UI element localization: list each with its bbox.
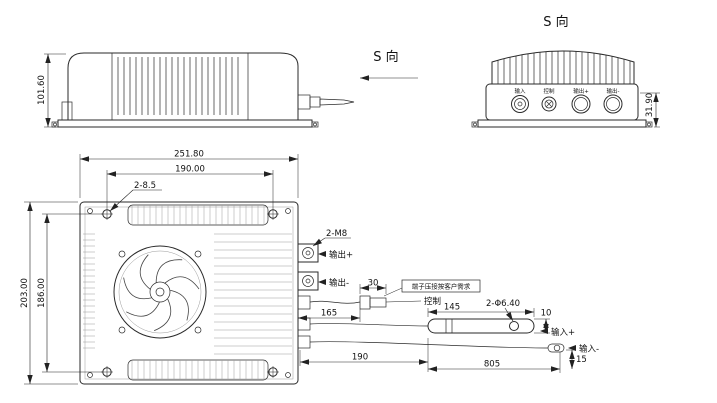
label-input-neg: 输入- bbox=[579, 344, 599, 355]
dim-control-cable: 165 bbox=[321, 309, 337, 319]
label-input-pos: 输入+ bbox=[551, 327, 575, 338]
dim-overall-height: 203.00 bbox=[20, 278, 30, 308]
dim-control-connector: 30 bbox=[368, 279, 379, 289]
dim-hole-span-v: 186.00 bbox=[37, 278, 47, 308]
dim-end-offset: 15 bbox=[576, 355, 587, 365]
ring-lug bbox=[427, 318, 535, 334]
end-view-base bbox=[477, 119, 647, 128]
top-view-dimensions: 251.80 190.00 2-8.5 203.00 186.00 2-M8 输… bbox=[20, 150, 599, 385]
dim-side-height: 101.60 bbox=[37, 75, 47, 105]
top-view-body bbox=[79, 201, 299, 385]
connector-label-output-pos: 输出+ bbox=[573, 87, 589, 95]
label-mount-holes: 2-8.5 bbox=[134, 181, 156, 191]
lug-hole bbox=[509, 321, 519, 331]
side-view-fins bbox=[117, 57, 239, 115]
view-direction-label: S 向 bbox=[373, 49, 398, 65]
side-view bbox=[51, 52, 355, 128]
dim-overall-width: 251.80 bbox=[174, 150, 204, 160]
terminal-note: 端子压接按客户需求 bbox=[412, 282, 471, 291]
end-view-fins bbox=[497, 51, 631, 84]
connector-label-output-neg: 输出- bbox=[607, 87, 620, 95]
end-view-connectors: 输入 控制 输出+ 输出- bbox=[511, 87, 623, 114]
connector-label-control: 控制 bbox=[543, 87, 555, 95]
view-direction-marker: S 向 bbox=[360, 49, 418, 81]
label-studs: 2-M8 bbox=[326, 229, 347, 239]
output-terminals bbox=[297, 243, 319, 291]
control-label: 控制 bbox=[424, 296, 441, 307]
side-view-cable-gland bbox=[297, 94, 355, 110]
dim-lug-length: 145 bbox=[444, 303, 460, 313]
label-output-pos: 输出+ bbox=[329, 250, 353, 261]
connector-label-input: 输入 bbox=[514, 87, 526, 95]
input-cables bbox=[297, 317, 565, 353]
dim-cable-section-1: 190 bbox=[352, 353, 368, 363]
end-view: S 向 输入 控制 输出+ 输出- bbox=[471, 14, 653, 128]
mounting-holes bbox=[101, 208, 279, 378]
label-output-neg: 输出- bbox=[329, 278, 349, 289]
cooling-fan bbox=[113, 245, 207, 339]
terminal-note-box bbox=[401, 279, 481, 293]
dim-cable-section-2: 805 bbox=[484, 360, 500, 370]
dim-end-height: 31.90 bbox=[645, 93, 655, 117]
dim-lug-width: 10 bbox=[541, 309, 552, 319]
end-view-dimension: 31.90 bbox=[640, 92, 660, 128]
label-lug-hole: 2-Φ6.40 bbox=[486, 299, 520, 309]
dim-hole-span-h: 190.00 bbox=[175, 165, 205, 175]
end-view-title: S 向 bbox=[543, 14, 568, 30]
side-view-dimension: 101.60 bbox=[37, 53, 66, 128]
control-cable: 端子压接按客户需求 控制 bbox=[297, 279, 481, 310]
side-view-base bbox=[57, 119, 313, 128]
